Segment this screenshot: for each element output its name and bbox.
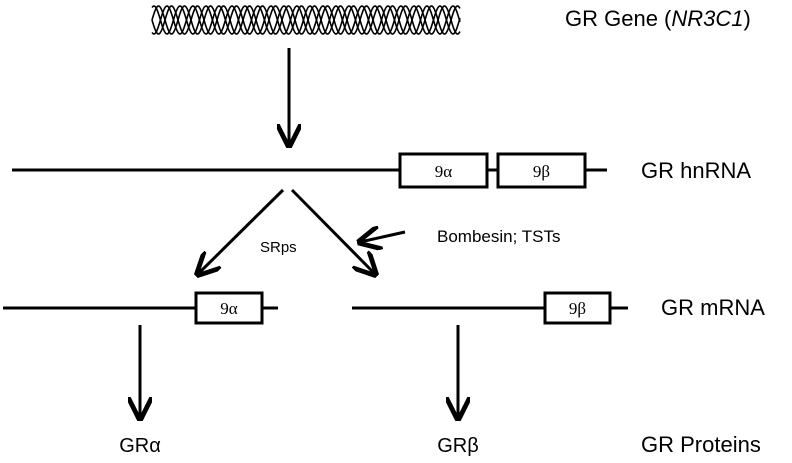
hnrna-exon-9alpha: 9α	[398, 152, 489, 189]
splice-arrow-alpha	[198, 188, 285, 274]
helix-strand-4	[151, 5, 461, 35]
mrna-label: GR mRNA	[661, 295, 765, 320]
mrna-alpha-transcript: 9α	[3, 291, 278, 325]
mrna-exon-9alpha-label: 9α	[220, 299, 238, 318]
dna-double-helix-icon	[151, 5, 461, 35]
mrna-beta-transcript: 9β	[352, 291, 628, 325]
regulator-arrow	[360, 232, 406, 242]
hnrna-exon-9alpha-label: 9α	[435, 162, 453, 181]
splice-arrow-beta	[290, 188, 375, 274]
proteins-label: GR Proteins	[641, 432, 761, 457]
srps-label: SRps	[260, 239, 297, 256]
gene-label: GR Gene (NR3C1)	[565, 6, 751, 31]
helix-strand-3	[151, 5, 461, 35]
mrna-exon-9beta: 9β	[543, 291, 612, 325]
protein-grbeta: GRβ	[437, 435, 479, 457]
hnrna-exon-9beta-label: 9β	[533, 162, 550, 181]
hnrna-exon-9beta: 9β	[496, 152, 587, 189]
protein-gralpha: GRα	[119, 435, 161, 457]
hnrna-label: GR hnRNA	[641, 158, 751, 183]
hnrna-transcript: 9α 9β	[12, 152, 607, 189]
mrna-exon-9alpha: 9α	[194, 291, 264, 325]
regulator-label: Bombesin; TSTs	[437, 227, 560, 246]
mrna-exon-9beta-label: 9β	[569, 299, 586, 318]
